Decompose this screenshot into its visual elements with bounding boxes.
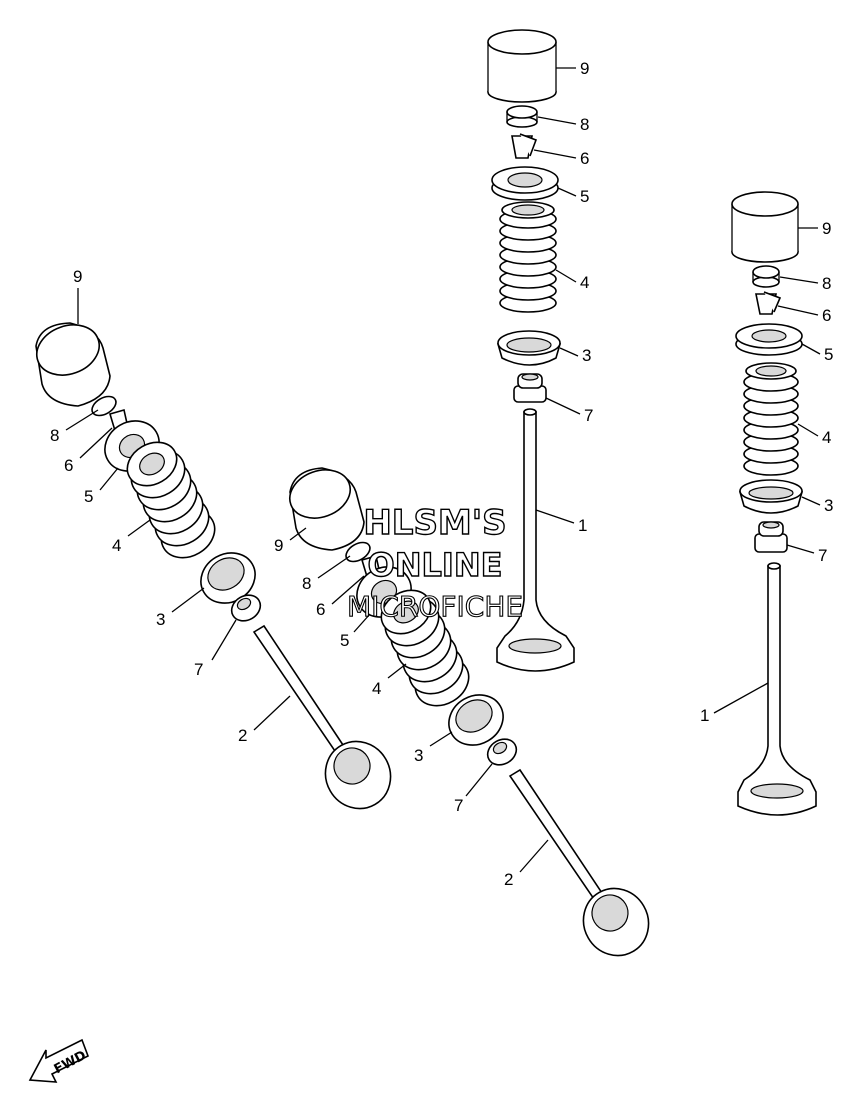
callout-9: 9 [822, 219, 831, 238]
oil-seal-part[interactable] [754, 521, 788, 553]
callout-6: 6 [64, 456, 73, 475]
callout-8: 8 [580, 115, 589, 134]
valve-lifter-part[interactable] [30, 317, 111, 407]
callout-1: 1 [700, 706, 709, 725]
callout-6: 6 [822, 306, 831, 325]
valve-lifter-part[interactable] [487, 29, 557, 103]
valve-lifter-part[interactable] [283, 462, 365, 551]
valve-part[interactable] [252, 624, 403, 820]
callout-5: 5 [824, 345, 833, 364]
callout-7: 7 [454, 796, 463, 815]
valve-part[interactable] [496, 408, 575, 672]
callout-5: 5 [580, 187, 589, 206]
callout-7: 7 [818, 546, 827, 565]
valve-part[interactable] [737, 562, 817, 816]
callout-5: 5 [340, 631, 349, 650]
adjusting-pad-part[interactable] [506, 105, 538, 128]
spring-seat-part[interactable] [496, 330, 562, 366]
callout-8: 8 [302, 574, 311, 593]
valve-assembly-middle [283, 462, 661, 967]
callout-6: 6 [580, 149, 589, 168]
valve-spring-part[interactable] [119, 434, 223, 567]
valve-assembly-right [731, 191, 817, 816]
oil-seal-part[interactable] [483, 734, 521, 770]
callout-4: 4 [580, 273, 589, 292]
callout-3: 3 [582, 346, 591, 365]
forward-arrow-icon: FWD [28, 1038, 89, 1083]
callout-4: 4 [372, 679, 381, 698]
valve-cotter-part[interactable] [511, 133, 538, 159]
callout-4: 4 [822, 428, 831, 447]
valve-assembly-center-top [487, 29, 575, 672]
spring-retainer-part[interactable] [735, 323, 803, 356]
callout-9: 9 [580, 59, 589, 78]
spring-seat-part[interactable] [440, 685, 512, 755]
callout-4: 4 [112, 536, 121, 555]
callout-7: 7 [194, 660, 203, 679]
valve-cotter-part[interactable] [755, 291, 782, 315]
valve-part[interactable] [508, 768, 661, 967]
valve-spring-part[interactable] [499, 201, 557, 313]
valve-assembly-left [30, 317, 403, 820]
valve-lifter-part[interactable] [731, 191, 799, 263]
oil-seal-part[interactable] [227, 590, 265, 626]
callouts-center-top: 9 8 6 5 4 3 7 1 [533, 59, 593, 535]
callout-9: 9 [73, 267, 82, 286]
spring-retainer-part[interactable] [491, 166, 559, 201]
watermark-line-1: HLSM'S [363, 503, 506, 543]
callout-3: 3 [156, 610, 165, 629]
callouts-middle: 9 8 6 5 4 3 7 2 [274, 527, 549, 889]
oil-seal-part[interactable] [513, 373, 547, 403]
callout-3: 3 [824, 496, 833, 515]
watermark-line-2: ONLINE [368, 546, 503, 584]
adjusting-pad-part[interactable] [752, 265, 780, 288]
callout-5: 5 [84, 487, 93, 506]
callout-8: 8 [822, 274, 831, 293]
callout-2: 2 [238, 726, 247, 745]
callouts-left: 9 8 6 5 4 3 7 2 [50, 267, 291, 745]
watermark: HLSM'S ONLINE MICROFICHE [346, 502, 523, 623]
callout-2: 2 [504, 870, 513, 889]
callout-6: 6 [316, 600, 325, 619]
watermark-line-3: MICROFICHE [347, 590, 523, 623]
spring-seat-part[interactable] [738, 479, 804, 514]
valve-spring-part[interactable] [743, 362, 799, 476]
callouts-right: 9 8 6 5 4 3 7 1 [700, 219, 833, 725]
callout-1: 1 [578, 516, 587, 535]
callout-7: 7 [584, 406, 593, 425]
valve-spring-part[interactable] [373, 582, 477, 715]
callout-8: 8 [50, 426, 59, 445]
callout-9: 9 [274, 536, 283, 555]
spring-seat-part[interactable] [192, 543, 264, 613]
callout-3: 3 [414, 746, 423, 765]
